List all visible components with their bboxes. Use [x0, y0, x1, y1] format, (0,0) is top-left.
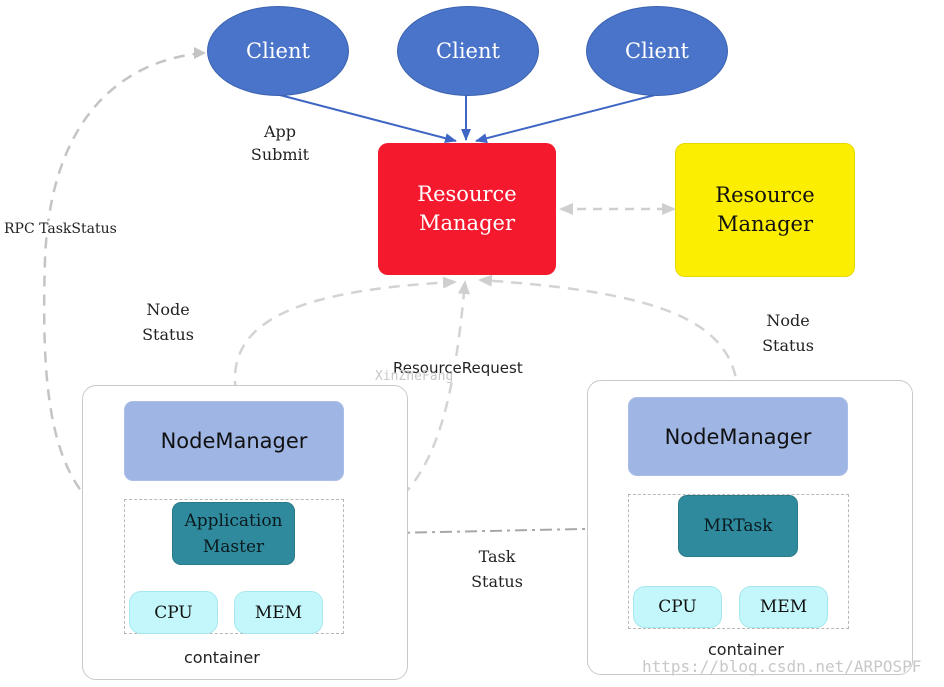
right-node-manager-label: NodeManager — [664, 424, 812, 449]
center-watermark: XinZheFang — [375, 369, 454, 384]
application-master-label: Application Master — [184, 510, 283, 557]
left-container-box — [124, 499, 344, 634]
client-2-label: Client — [436, 39, 500, 63]
right-node-manager: NodeManager — [628, 397, 848, 476]
mr-task-label: MRTask — [703, 516, 773, 536]
client-1: Client — [207, 6, 349, 96]
node-status-left-curve — [233, 276, 457, 393]
mr-task: MRTask — [678, 495, 798, 557]
resource-request-label: ResourceRequest — [393, 359, 523, 377]
right-container-box — [628, 494, 849, 629]
client-3: Client — [586, 6, 728, 96]
left-node-manager: NodeManager — [124, 401, 344, 481]
right-mem: MEM — [739, 586, 828, 628]
client-3-label: Client — [625, 39, 689, 63]
client-1-label: Client — [246, 39, 310, 63]
application-master: Application Master — [172, 502, 295, 565]
node-status-right-curve — [478, 274, 740, 396]
node-status-left-label: Node Status — [142, 300, 194, 344]
resource-manager-standby: Resource Manager — [675, 143, 855, 277]
resource-manager-active: Resource Manager — [378, 143, 556, 275]
left-cpu-label: CPU — [154, 602, 193, 623]
right-cpu: CPU — [633, 586, 722, 628]
right-mem-label: MEM — [759, 597, 808, 617]
left-mem-label: MEM — [254, 602, 303, 623]
bottom-right-watermark: https://blog.csdn.net/ARPOSPF — [642, 657, 922, 676]
left-container-label: container — [184, 648, 260, 667]
app-submit-label: App Submit — [250, 122, 310, 164]
client-2: Client — [397, 6, 539, 96]
submit-line-1 — [275, 93, 457, 144]
right-cpu-label: CPU — [658, 597, 697, 617]
left-mem: MEM — [234, 591, 323, 634]
resource-manager-standby-label: Resource Manager — [715, 183, 815, 236]
left-cpu: CPU — [129, 591, 218, 634]
resource-manager-active-label: Resource Manager — [417, 182, 517, 235]
right-container-label: container — [708, 640, 784, 659]
left-node-manager-label: NodeManager — [160, 429, 308, 453]
task-status-label: Task Status — [471, 547, 523, 591]
node-status-right-label: Node Status — [762, 311, 814, 355]
submit-line-3 — [475, 94, 656, 144]
rpc-taskstatus-label: RPC TaskStatus — [4, 221, 134, 237]
